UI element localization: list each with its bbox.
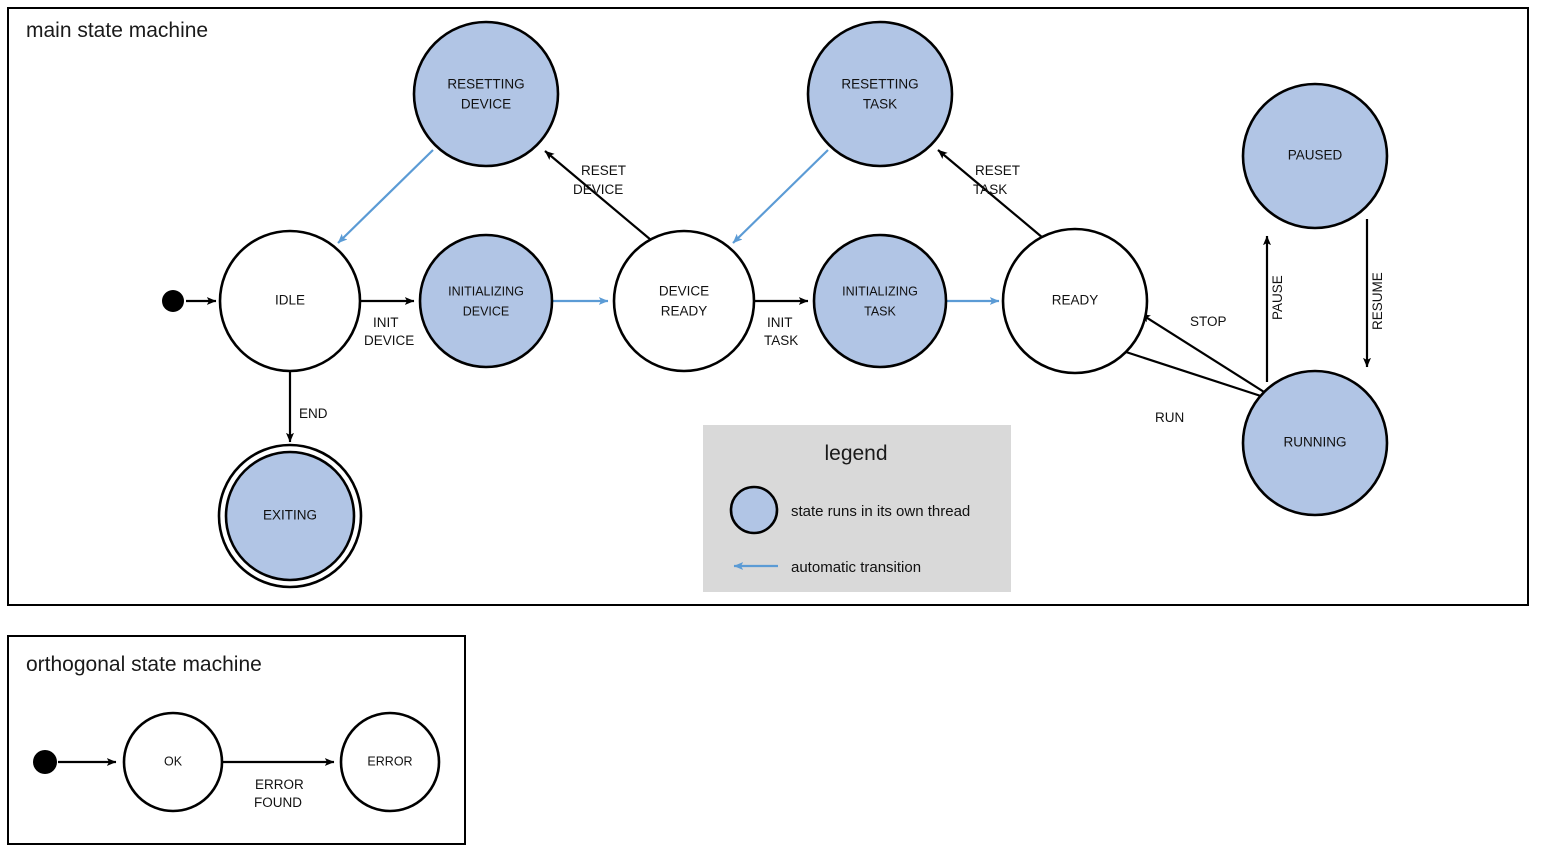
state-initializing-device[interactable]: INITIALIZING DEVICE bbox=[418, 233, 554, 369]
state-resetting-task[interactable]: RESETTING TASK bbox=[806, 20, 954, 168]
edge-label-error-found-line2: FOUND bbox=[254, 795, 302, 810]
state-label-ready: READY bbox=[1052, 293, 1099, 308]
state-error[interactable]: ERROR bbox=[339, 711, 441, 813]
legend-item-automatic-transition-label: automatic transition bbox=[791, 559, 921, 576]
state-label-ok: OK bbox=[164, 754, 183, 768]
edge-label-reset-task-line2: TASK bbox=[973, 182, 1007, 197]
orthogonal-initial-state-marker bbox=[33, 750, 57, 774]
state-resetting-device[interactable]: RESETTING DEVICE bbox=[412, 20, 560, 168]
edge-label-reset-device-line2: DEVICE bbox=[573, 182, 623, 197]
edge-label-reset-task-line1: RESET bbox=[975, 163, 1020, 178]
edge-label-end: END bbox=[299, 406, 328, 421]
edge-label-init-device-line2: DEVICE bbox=[364, 333, 414, 348]
edge-label-stop: STOP bbox=[1190, 314, 1227, 329]
transition-running-to-paused: PAUSE bbox=[1263, 235, 1285, 382]
transition-ready-to-resetting-task: RESET TASK bbox=[937, 149, 1044, 239]
legend-title: legend bbox=[824, 442, 887, 465]
transition-paused-to-running: RESUME bbox=[1363, 219, 1385, 368]
state-label-paused: PAUSED bbox=[1288, 148, 1343, 163]
state-idle[interactable]: IDLE bbox=[218, 229, 362, 373]
transition-device-ready-to-resetting-device: RESET DEVICE bbox=[544, 150, 652, 241]
edge-label-reset-device-line1: RESET bbox=[581, 163, 626, 178]
edge-label-resume: RESUME bbox=[1370, 272, 1385, 330]
state-device-ready[interactable]: DEVICE READY bbox=[612, 229, 756, 373]
state-ready[interactable]: READY bbox=[1001, 227, 1149, 375]
state-label-device-ready-line2: READY bbox=[661, 304, 708, 319]
main-state-machine-title: main state machine bbox=[26, 19, 208, 42]
state-label-resetting-task-line1: RESETTING bbox=[841, 77, 918, 92]
legend: legend state runs in its own thread auto… bbox=[703, 425, 1011, 592]
legend-threaded-circle-icon bbox=[729, 485, 779, 535]
orthogonal-state-machine-title: orthogonal state machine bbox=[26, 653, 262, 676]
state-ok[interactable]: OK bbox=[122, 711, 224, 813]
edge-label-init-task-line2: TASK bbox=[764, 333, 798, 348]
state-label-initializing-task-line2: TASK bbox=[864, 304, 896, 318]
edge-label-init-task-line1: INIT bbox=[767, 315, 793, 330]
legend-item-threaded-state: state runs in its own thread bbox=[729, 485, 970, 535]
transition-running-to-ready: STOP bbox=[1140, 313, 1273, 398]
transition-idle-to-initializing-device: INIT DEVICE bbox=[360, 297, 415, 348]
edge-label-pause: PAUSE bbox=[1270, 275, 1285, 320]
state-label-initializing-device-line1: INITIALIZING bbox=[448, 284, 524, 298]
state-paused[interactable]: PAUSED bbox=[1241, 82, 1389, 230]
state-running[interactable]: RUNNING bbox=[1241, 369, 1389, 517]
initial-state-marker bbox=[162, 290, 184, 312]
state-exiting[interactable]: EXITING bbox=[217, 443, 363, 589]
state-label-initializing-task-line1: INITIALIZING bbox=[842, 284, 918, 298]
state-label-device-ready-line1: DEVICE bbox=[659, 284, 709, 299]
transition-resetting-task-to-device-ready bbox=[732, 149, 829, 244]
state-label-resetting-device-line2: DEVICE bbox=[461, 97, 511, 112]
transition-resetting-device-to-idle bbox=[337, 149, 434, 244]
state-label-idle: IDLE bbox=[275, 293, 305, 308]
state-label-exiting: EXITING bbox=[263, 508, 317, 523]
state-label-resetting-task-line2: TASK bbox=[863, 97, 897, 112]
edge-label-run: RUN bbox=[1155, 410, 1184, 425]
state-label-resetting-device-line1: RESETTING bbox=[447, 77, 524, 92]
state-initializing-task[interactable]: INITIALIZING TASK bbox=[812, 233, 948, 369]
state-label-running: RUNNING bbox=[1284, 435, 1347, 450]
legend-item-threaded-state-label: state runs in its own thread bbox=[791, 503, 970, 520]
state-label-initializing-device-line2: DEVICE bbox=[463, 304, 510, 318]
edge-label-error-found-line1: ERROR bbox=[255, 777, 304, 792]
edge-label-init-device-line1: INIT bbox=[373, 315, 399, 330]
transition-ok-to-error: ERROR FOUND bbox=[222, 758, 335, 810]
transition-device-ready-to-initializing-task: INIT TASK bbox=[754, 297, 809, 348]
legend-item-automatic-transition: automatic transition bbox=[733, 559, 921, 576]
transition-ready-to-running: RUN bbox=[1125, 350, 1271, 425]
state-label-error: ERROR bbox=[367, 754, 412, 768]
transition-idle-to-exiting: END bbox=[286, 372, 328, 443]
